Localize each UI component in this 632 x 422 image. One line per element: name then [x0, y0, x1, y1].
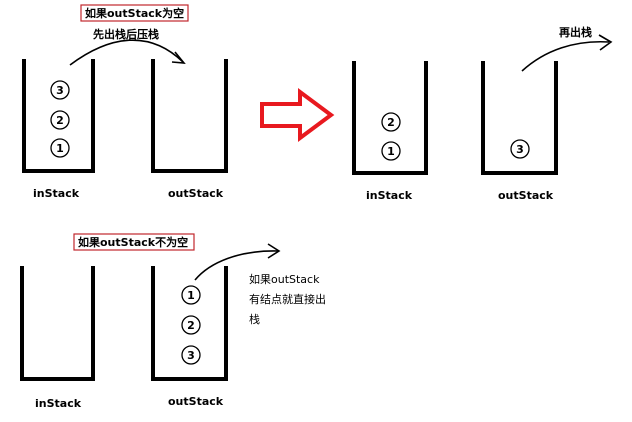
node-circle — [50, 110, 70, 130]
node-label: 1 — [387, 145, 395, 158]
outstack-label: outStack — [168, 395, 224, 408]
transition-arrow-icon — [260, 88, 335, 142]
pop-label: 再出栈 — [559, 25, 592, 39]
node-circle — [181, 315, 201, 335]
instack-before-container — [22, 59, 95, 173]
scenario-1-title-box — [80, 4, 189, 22]
outstack-after-nodes: 3 — [510, 139, 530, 159]
outstack-after-label: outStack — [498, 189, 554, 202]
pop-arc-2 — [194, 250, 279, 281]
outstack-nodes: 1 2 3 — [181, 285, 201, 365]
node-label: 2 — [387, 116, 395, 129]
node-label: 1 — [56, 142, 64, 155]
node-circle — [50, 80, 70, 100]
instack-container — [20, 266, 95, 381]
scenario-1-title: 如果outStack为空 — [85, 6, 184, 20]
node-label: 3 — [187, 349, 195, 362]
move-arc — [69, 39, 184, 66]
node-circle — [181, 285, 201, 305]
pop-arc-head — [598, 34, 613, 51]
scenario-2: 如果outStack不为空 inStack 1 2 3 outStack 如果o… — [20, 233, 326, 410]
instack-after-label: inStack — [366, 189, 413, 202]
instack-after-nodes: 2 1 — [381, 112, 401, 161]
node-label: 1 — [187, 289, 195, 302]
node-circle — [381, 112, 401, 132]
note-line-1: 如果outStack — [249, 272, 320, 286]
node-circle — [50, 138, 70, 158]
node-label: 3 — [56, 84, 64, 97]
scenario-2-title-box — [73, 233, 195, 251]
outstack-after-container — [481, 61, 558, 175]
node-circle — [381, 141, 401, 161]
move-label: 先出栈后压栈 — [93, 27, 159, 41]
scenario-1: 如果outStack为空 先出栈后压栈 3 2 1 inStack outSta… — [22, 4, 613, 202]
outstack-container — [151, 266, 228, 381]
note-line-3: 栈 — [249, 312, 260, 326]
node-circle — [181, 345, 201, 365]
instack-before-nodes: 3 2 1 — [50, 80, 70, 158]
node-label: 2 — [187, 319, 195, 332]
pop-arc-2-head — [267, 243, 281, 259]
pop-arc — [521, 40, 610, 72]
instack-after-container — [352, 61, 428, 175]
move-arc-head — [171, 51, 186, 64]
outstack-before-container — [151, 59, 228, 173]
node-label: 3 — [516, 143, 524, 156]
node-label: 2 — [56, 114, 64, 127]
node-circle — [510, 139, 530, 159]
scenario-2-title: 如果outStack不为空 — [78, 235, 188, 249]
instack-label: inStack — [35, 397, 82, 410]
instack-before-label: inStack — [33, 187, 80, 200]
outstack-before-label: outStack — [168, 187, 224, 200]
note-line-2: 有结点就直接出 — [249, 292, 326, 306]
